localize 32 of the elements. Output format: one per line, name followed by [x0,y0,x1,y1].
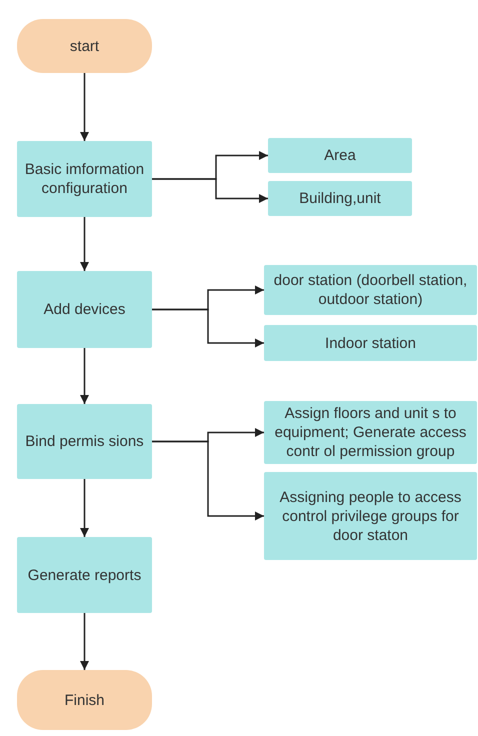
process-box [264,265,477,315]
node-label: Assign floors and unit s to equipment; Generate access contr ol permission group [274,404,468,461]
arrow [80,217,89,271]
process-box [268,138,412,173]
process-box [268,181,412,216]
process-box [17,141,152,217]
process-box [264,325,477,361]
node-label: Basic imformation configuration [24,160,146,198]
node-label: Bind permis sions [25,432,144,451]
arrow [80,479,89,537]
arrow [80,73,89,141]
arrow [152,308,264,348]
arrow [80,348,89,404]
node-label: Indoor station [325,334,416,352]
node-label: Assigning people to access control privilege groups for door staton [278,488,462,544]
node-label: Area [324,146,356,165]
process-box [17,271,152,348]
node-label: start [70,36,100,56]
arrow [152,440,264,520]
node-label: door station (doorbell station, outdoor station) [272,271,468,309]
node-label: Generate reports [28,566,142,584]
arrow [80,613,89,670]
process-box [17,404,152,479]
node-label: Finish [64,690,104,710]
process-box [264,472,477,560]
process-box [264,401,477,464]
terminal-pill [17,670,152,730]
node-label: Building,unit [299,189,381,208]
process-box [17,537,152,613]
node-label: Add devices [44,300,126,319]
terminal-pill [17,19,152,73]
arrow [152,178,268,203]
